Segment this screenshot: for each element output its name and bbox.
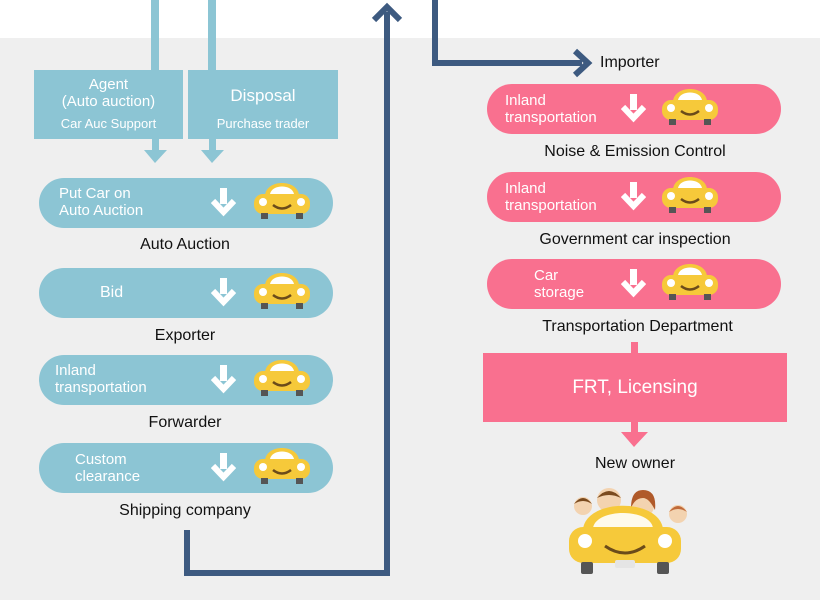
down-arrow-icon — [621, 269, 646, 298]
new-owner-label: New owner — [594, 455, 676, 472]
step-label-4a: Custom — [75, 451, 127, 468]
car-icon — [254, 273, 310, 309]
step-label-3a: Inland — [55, 362, 96, 379]
step-label-2a: Bid — [100, 284, 124, 301]
right-label-1b: transportation — [505, 109, 597, 126]
right-label-2b: transportation — [505, 197, 597, 214]
navy-arrow-up — [371, 2, 403, 23]
car-icon — [254, 360, 310, 396]
right-step-2: Inland transportation — [487, 172, 781, 222]
car-icon — [254, 448, 310, 484]
left-step-3: Inland transportation — [39, 355, 333, 405]
down-arrow-icon — [211, 278, 236, 307]
licensing-box: FRT, Licensing — [483, 353, 787, 422]
left-step-2: Bid — [39, 268, 333, 318]
caption-forwarder: Forwarder — [148, 414, 222, 431]
caption-government-inspection: Government car inspection — [539, 231, 731, 248]
step-label-3b: transportation — [55, 379, 147, 396]
agent-subtitle: (Auto auction) — [61, 93, 156, 110]
disposal-box: Disposal Purchase trader — [188, 70, 338, 139]
right-label-2a: Inland — [505, 180, 546, 197]
car-icon — [662, 177, 718, 213]
arrow-disposal-down — [201, 150, 224, 163]
step-label-1b: Auto Auction — [59, 202, 144, 219]
arrow-new-owner — [621, 432, 648, 447]
caption-transportation-dept: Transportation Department — [542, 318, 733, 335]
caption-shipping-company: Shipping company — [119, 502, 251, 519]
down-arrow-icon — [211, 365, 236, 394]
arrow-agent-down — [144, 150, 167, 163]
car-icon — [662, 89, 718, 125]
right-label-3b: storage — [534, 284, 585, 301]
navy-path-importer — [432, 0, 582, 66]
step-label-4b: clearance — [75, 468, 141, 485]
importer-label: Importer — [600, 54, 660, 71]
line-agent-in — [151, 0, 159, 70]
down-arrow-icon — [621, 182, 646, 211]
disposal-title: Disposal — [230, 86, 296, 105]
family-car-icon — [569, 488, 687, 574]
disposal-sub: Purchase trader — [216, 116, 310, 131]
car-icon — [662, 264, 718, 300]
down-arrow-icon — [211, 453, 236, 482]
right-label-3a: Car — [534, 267, 559, 284]
right-label-1a: Inland — [505, 92, 546, 109]
down-arrow-icon — [621, 94, 646, 123]
agent-box: Agent (Auto auction) Car Auc Support — [34, 70, 183, 139]
down-arrow-icon — [211, 188, 236, 217]
left-step-4: Custom clearance — [39, 443, 333, 493]
caption-exporter: Exporter — [154, 327, 216, 344]
right-step-1: Inland transportation — [487, 84, 781, 134]
car-icon — [254, 183, 310, 219]
agent-support: Car Auc Support — [60, 116, 157, 131]
caption-noise-emission: Noise & Emission Control — [544, 143, 726, 160]
navy-arrow-right — [572, 48, 593, 78]
caption-auto-auction: Auto Auction — [140, 236, 230, 253]
right-step-3: Car storage — [487, 259, 781, 309]
left-step-1: Put Car on Auto Auction — [39, 178, 333, 228]
navy-path-up — [184, 12, 390, 576]
line-disposal-in — [208, 0, 216, 70]
step-label-1a: Put Car on — [59, 185, 131, 202]
agent-title: Agent — [88, 76, 129, 93]
